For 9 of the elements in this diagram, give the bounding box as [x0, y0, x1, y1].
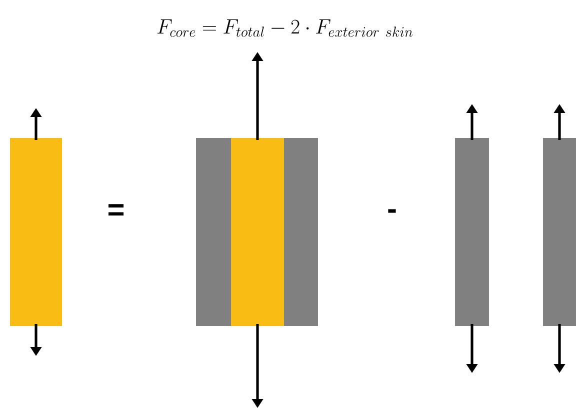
formula-title: $F_{core} = F_{total} - 2 \cdot F_{exterior\ skin}$: [157, 19, 412, 37]
operator-sign: =: [108, 204, 124, 216]
bar: [284, 138, 318, 326]
operator-sign: -: [388, 209, 396, 213]
bar: [543, 138, 576, 326]
bar: [10, 138, 62, 326]
bar: [196, 138, 231, 326]
bar: [455, 138, 489, 326]
bar: [231, 138, 284, 326]
